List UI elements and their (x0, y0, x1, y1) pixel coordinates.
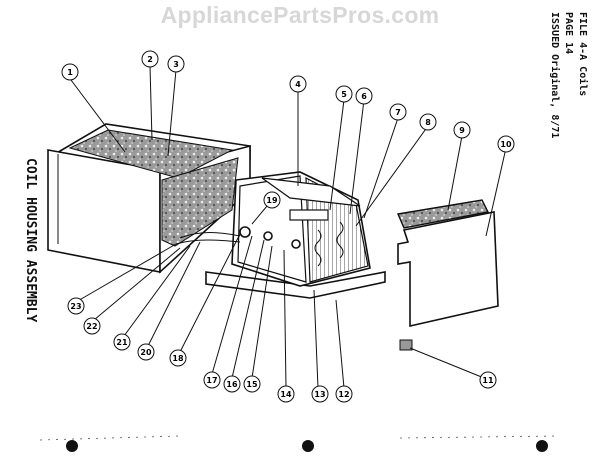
callout-13: 13 (311, 385, 329, 403)
svg-text:22: 22 (86, 322, 97, 331)
callout-1: 1 (61, 63, 79, 81)
insulation-side (161, 157, 239, 247)
small-bracket (399, 339, 413, 351)
svg-text:5: 5 (341, 90, 347, 99)
top-channel (261, 177, 361, 207)
coil-cabinet (47, 123, 251, 274)
svg-text:12: 12 (338, 390, 349, 399)
svg-text:17: 17 (206, 376, 217, 385)
callout-18: 18 (169, 349, 187, 367)
callout-21: 21 (113, 333, 131, 351)
callout-14: 14 (277, 385, 295, 403)
svg-text:7: 7 (395, 108, 401, 117)
svg-text:14: 14 (280, 390, 292, 399)
callout-8: 8 (419, 113, 437, 131)
svg-text:15: 15 (246, 380, 258, 389)
svg-text:23: 23 (70, 302, 81, 311)
svg-text:6: 6 (361, 92, 367, 101)
svg-text:8: 8 (425, 118, 431, 127)
svg-text:4: 4 (295, 80, 301, 89)
callout-4: 4 (289, 75, 307, 93)
svg-text:20: 20 (140, 348, 152, 357)
svg-text:19: 19 (266, 196, 278, 205)
callout-19: 19 (263, 191, 281, 209)
insulation-top (68, 129, 234, 179)
callout-11: 11 (479, 371, 497, 389)
insulation-strip (397, 199, 490, 229)
callout-3: 3 (167, 55, 185, 73)
callout-20: 20 (137, 343, 155, 361)
watermark: AppliancePartsPros.com (160, 2, 440, 28)
callout-2: 2 (141, 50, 159, 68)
access-panel (397, 211, 499, 328)
issued-line: ISSUED Original, 8/71 (549, 12, 560, 139)
callout-7: 7 (389, 103, 407, 121)
callout-16: 16 (223, 375, 241, 393)
svg-text:10: 10 (500, 140, 512, 149)
page-line: PAGE 14 (563, 12, 574, 55)
callout-23: 23 (67, 297, 85, 315)
leader-lines (70, 65, 507, 389)
file-info-block: FILE 4-A Coils PAGE 14 ISSUED Original, … (526, 12, 588, 138)
svg-text:18: 18 (172, 354, 184, 363)
svg-text:1: 1 (67, 68, 73, 77)
callout-12: 12 (335, 385, 353, 403)
callout-6: 6 (355, 87, 373, 105)
callout-9: 9 (453, 121, 471, 139)
callout-15: 15 (243, 375, 261, 393)
scan-marks (39, 435, 561, 452)
svg-text:13: 13 (314, 390, 325, 399)
svg-text:3: 3 (173, 60, 179, 69)
callout-10: 10 (497, 135, 515, 153)
svg-text:21: 21 (116, 338, 128, 347)
file-line: FILE 4-A Coils (577, 12, 588, 97)
svg-text:11: 11 (482, 376, 494, 385)
callout-5: 5 (335, 85, 353, 103)
callout-22: 22 (83, 317, 101, 335)
callouts: 1 2 3 4 5 6 7 8 9 10 11 12 13 14 15 16 1… (61, 50, 515, 403)
svg-text:9: 9 (459, 126, 465, 135)
svg-text:16: 16 (226, 380, 238, 389)
svg-text:2: 2 (147, 55, 153, 64)
callout-17: 17 (203, 371, 221, 389)
diagram-title: COIL HOUSING ASSEMBLY (23, 158, 38, 323)
